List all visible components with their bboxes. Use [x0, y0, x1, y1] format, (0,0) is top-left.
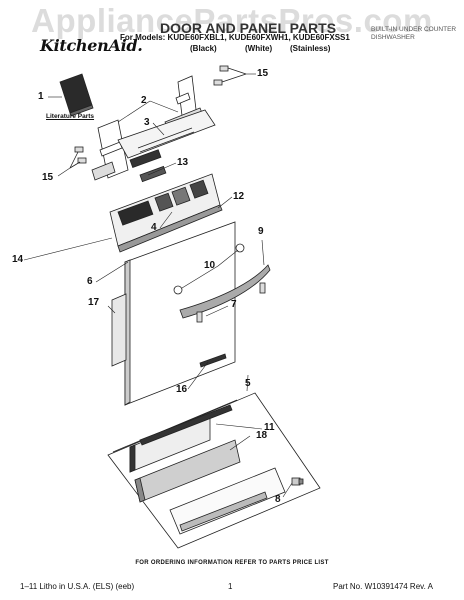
- callout-8: 8: [275, 494, 281, 505]
- insulation-strip: [129, 404, 233, 473]
- callout-17: 17: [88, 297, 100, 308]
- litho-info: 1–11 Litho in U.S.A. (ELS) (eeb): [20, 582, 135, 591]
- callout-13: 13: [177, 157, 189, 168]
- callout-11: 11: [264, 422, 275, 433]
- control-panel: [109, 173, 223, 253]
- callout-10: 10: [204, 260, 216, 271]
- screw-set-left: [69, 146, 87, 169]
- callout-15-left: 15: [42, 172, 54, 183]
- spacer-left: [173, 285, 183, 295]
- literature-parts-label: Literature Parts: [46, 113, 95, 120]
- model-list: For Models: KUDE60FXBL1, KUDE60FXWH1, KU…: [120, 33, 350, 42]
- literature-booklet: [59, 73, 94, 117]
- callout-9: 9: [258, 226, 264, 237]
- part-number: Part No. W10391474 Rev. A: [333, 582, 433, 591]
- callout-18: 18: [256, 430, 268, 441]
- product-type-line2: Dishwasher: [371, 34, 415, 41]
- variant-stainless: (Stainless): [290, 44, 331, 53]
- watermark: AppliancePartsPros.com: [31, 2, 433, 39]
- toe-kick: [169, 467, 286, 535]
- callout-15-top: 15: [257, 68, 269, 79]
- callout-14: 14: [12, 254, 24, 265]
- ordering-note: FOR ORDERING INFORMATION REFER TO PARTS …: [135, 560, 329, 566]
- door-panel: [124, 221, 236, 406]
- page-title: DOOR AND PANEL PARTS: [160, 20, 337, 36]
- callout-6: 6: [87, 276, 93, 287]
- callout-16: 16: [176, 384, 188, 395]
- callout-2: 2: [141, 95, 147, 106]
- insulation-blanket: [134, 439, 241, 503]
- leader-lines: [23, 73, 293, 498]
- product-type-line1: Built-In Under Counter: [371, 26, 457, 33]
- door-handle: [179, 264, 271, 319]
- callout-12: 12: [233, 191, 245, 202]
- variant-black: (Black): [190, 44, 217, 53]
- handle-screw-right: [259, 282, 266, 294]
- callout-4: 4: [151, 222, 157, 233]
- callout-1: 1: [38, 91, 44, 102]
- handle-screw-left: [196, 311, 203, 323]
- callout-5: 5: [245, 378, 251, 389]
- variant-white: (White): [245, 44, 273, 53]
- product-type: Built-In Under Counter Dishwasher: [371, 26, 461, 42]
- brand-logo: KitchenAid.: [40, 36, 143, 55]
- side-trim: [111, 293, 127, 367]
- vent-trim: [117, 109, 216, 183]
- toe-kick-screw: [291, 477, 304, 486]
- door-bracket-left: [91, 119, 129, 181]
- screw-set-top-right: [213, 65, 247, 86]
- page-number: 1: [228, 582, 233, 591]
- callout-7: 7: [231, 299, 237, 310]
- callout-3: 3: [144, 117, 150, 128]
